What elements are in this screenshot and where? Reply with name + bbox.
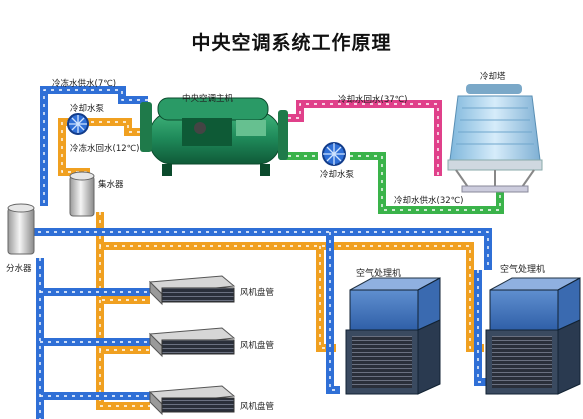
chilled-return-label: 冷冻水回水(12℃)	[70, 144, 140, 154]
fan-coil-unit-icon	[148, 385, 236, 416]
ahu-2-label: 空气处理机	[500, 265, 546, 275]
cooling-return-pipe	[280, 100, 442, 176]
collector-tank-icon	[69, 171, 95, 217]
air-handling-unit-icon	[485, 277, 581, 395]
fan-coil-unit-icon	[148, 275, 236, 306]
fcu-2-label: 风机盘管	[240, 341, 275, 351]
collector-label: 集水器	[98, 180, 124, 190]
chiller-unit-icon	[140, 97, 288, 176]
distributor-tank-icon	[7, 203, 35, 255]
chilled-supply-pipe	[30, 86, 492, 419]
cooling-water-pump-icon	[322, 142, 346, 166]
cooling-supply-label: 冷却水供水(32℃)	[394, 196, 464, 206]
ahu-1-label: 空气处理机	[356, 269, 402, 279]
fcu-3-label: 风机盘管	[240, 402, 275, 412]
fcu-1-label: 风机盘管	[240, 288, 275, 298]
distributor-label: 分水器	[6, 264, 32, 274]
chiller-label: 中央空调主机	[182, 94, 234, 104]
cooling-tower-icon	[447, 84, 543, 193]
cooling-tower-label: 冷却塔	[480, 72, 506, 82]
cooling-return-label: 冷却水回水(37℃)	[338, 95, 408, 105]
chilled-supply-label: 冷冻水供水(7℃)	[52, 79, 117, 89]
air-handling-unit-icon	[345, 277, 441, 395]
chilled-water-pump-icon	[67, 113, 89, 135]
diagram-title: 中央空调系统工作原理	[191, 32, 392, 54]
fan-coil-unit-icon	[148, 327, 236, 358]
chilled-pump-label: 冷却水泵	[70, 104, 105, 114]
cooling-pump-label: 冷却水泵	[320, 170, 355, 180]
